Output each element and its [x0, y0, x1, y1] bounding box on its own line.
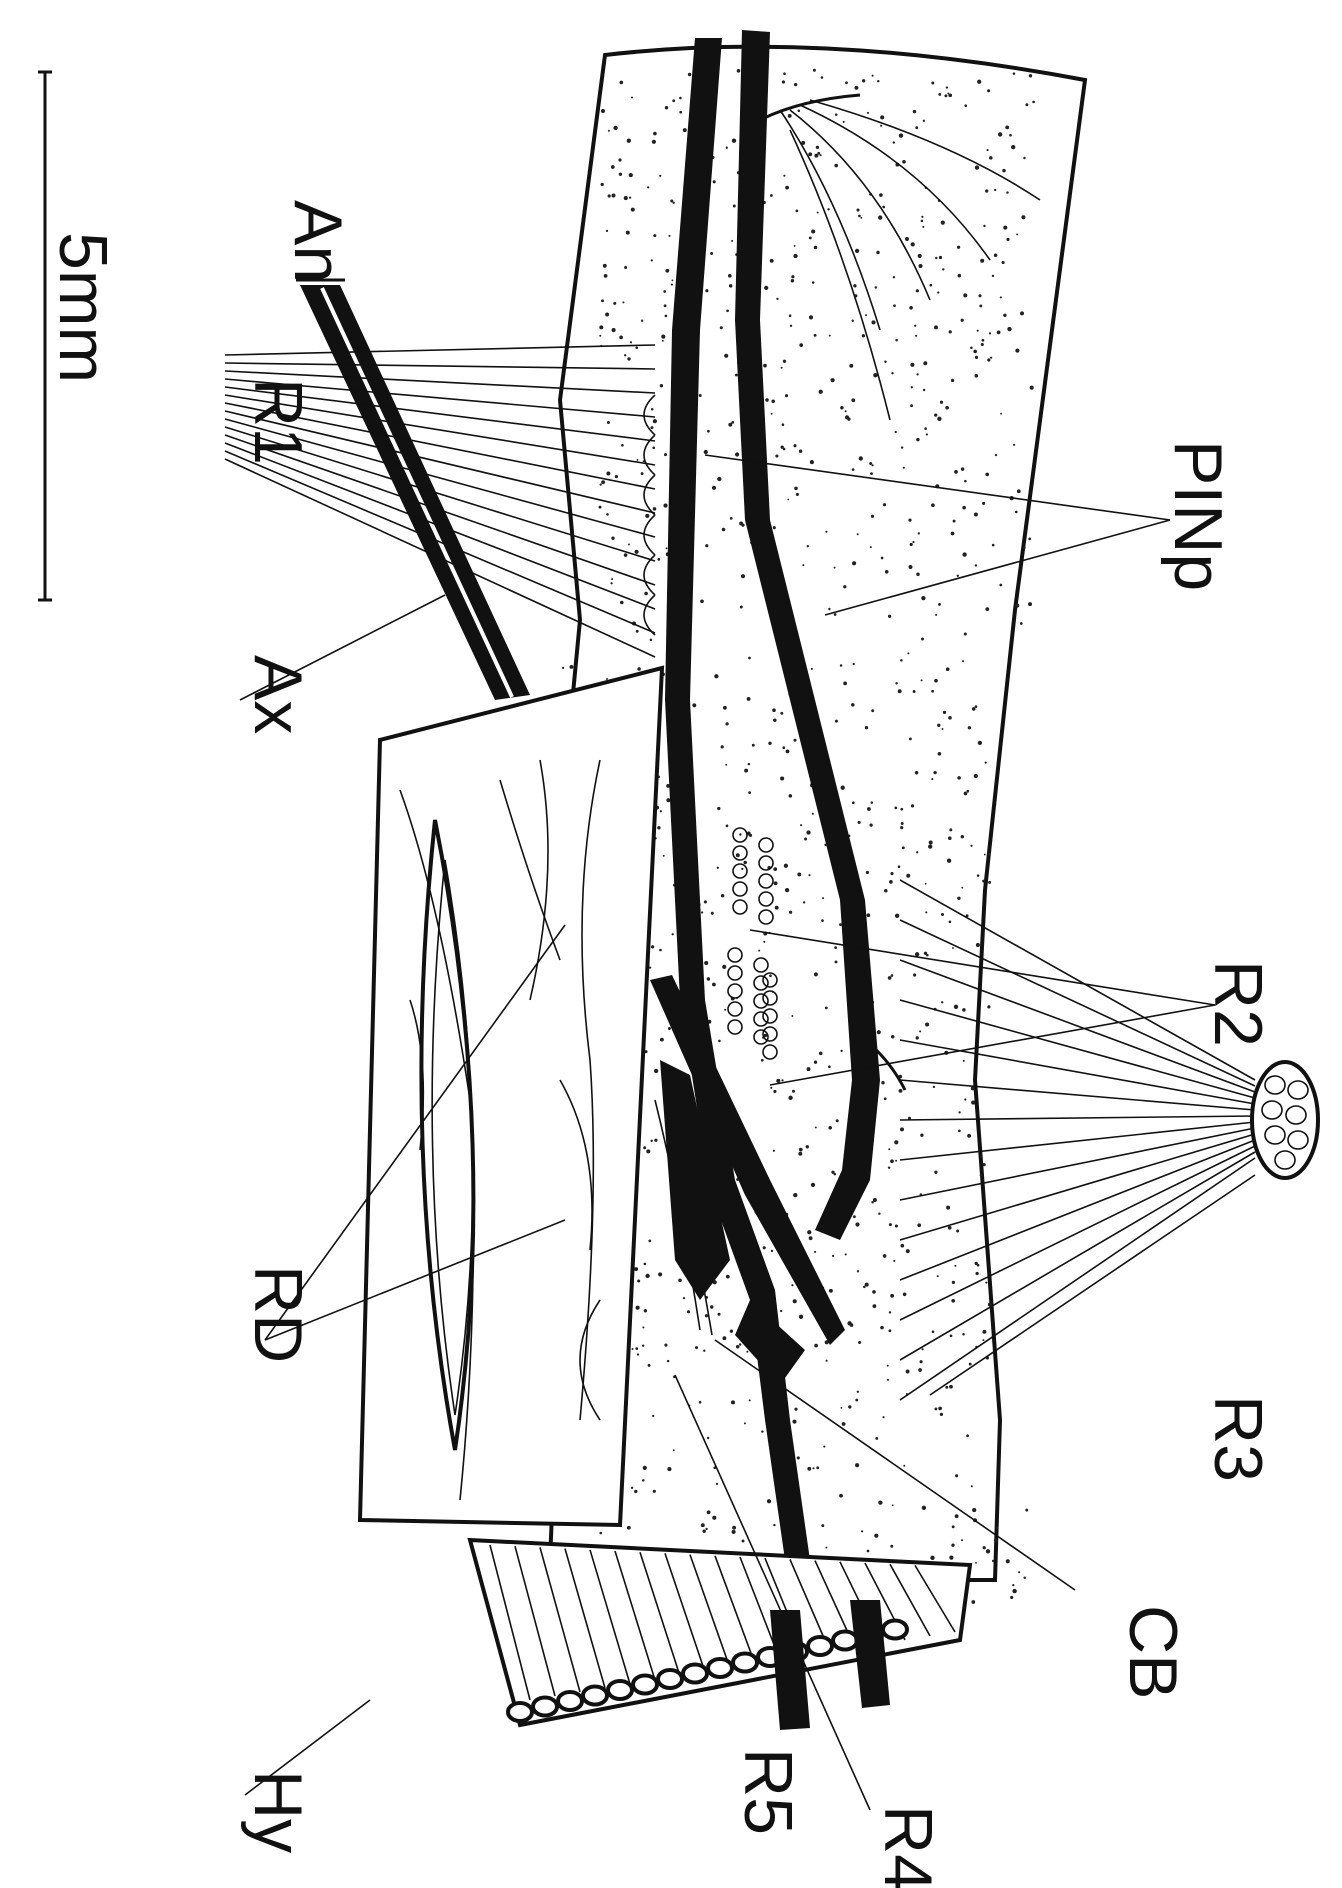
- label-r1: R1: [240, 378, 316, 465]
- hypodermis-flap: [360, 668, 662, 1525]
- r3-cross-section: [1252, 1062, 1318, 1178]
- label-an: An: [280, 200, 356, 283]
- label-r4: R4: [870, 1805, 946, 1888]
- lower-bundle: [470, 1540, 970, 1730]
- label-ax: Ax: [240, 655, 316, 734]
- label-r2: R2: [1200, 960, 1276, 1047]
- scale-bar-label: 5mm: [45, 232, 121, 383]
- label-hy: Hy: [240, 1770, 316, 1853]
- label-cb: CB: [1115, 1605, 1191, 1699]
- label-rd: RD: [240, 1265, 316, 1363]
- label-r5: R5: [730, 1748, 806, 1835]
- axon-bundle: [296, 280, 530, 700]
- label-pinp: PINp: [1160, 440, 1236, 591]
- label-r3: R3: [1200, 1395, 1276, 1482]
